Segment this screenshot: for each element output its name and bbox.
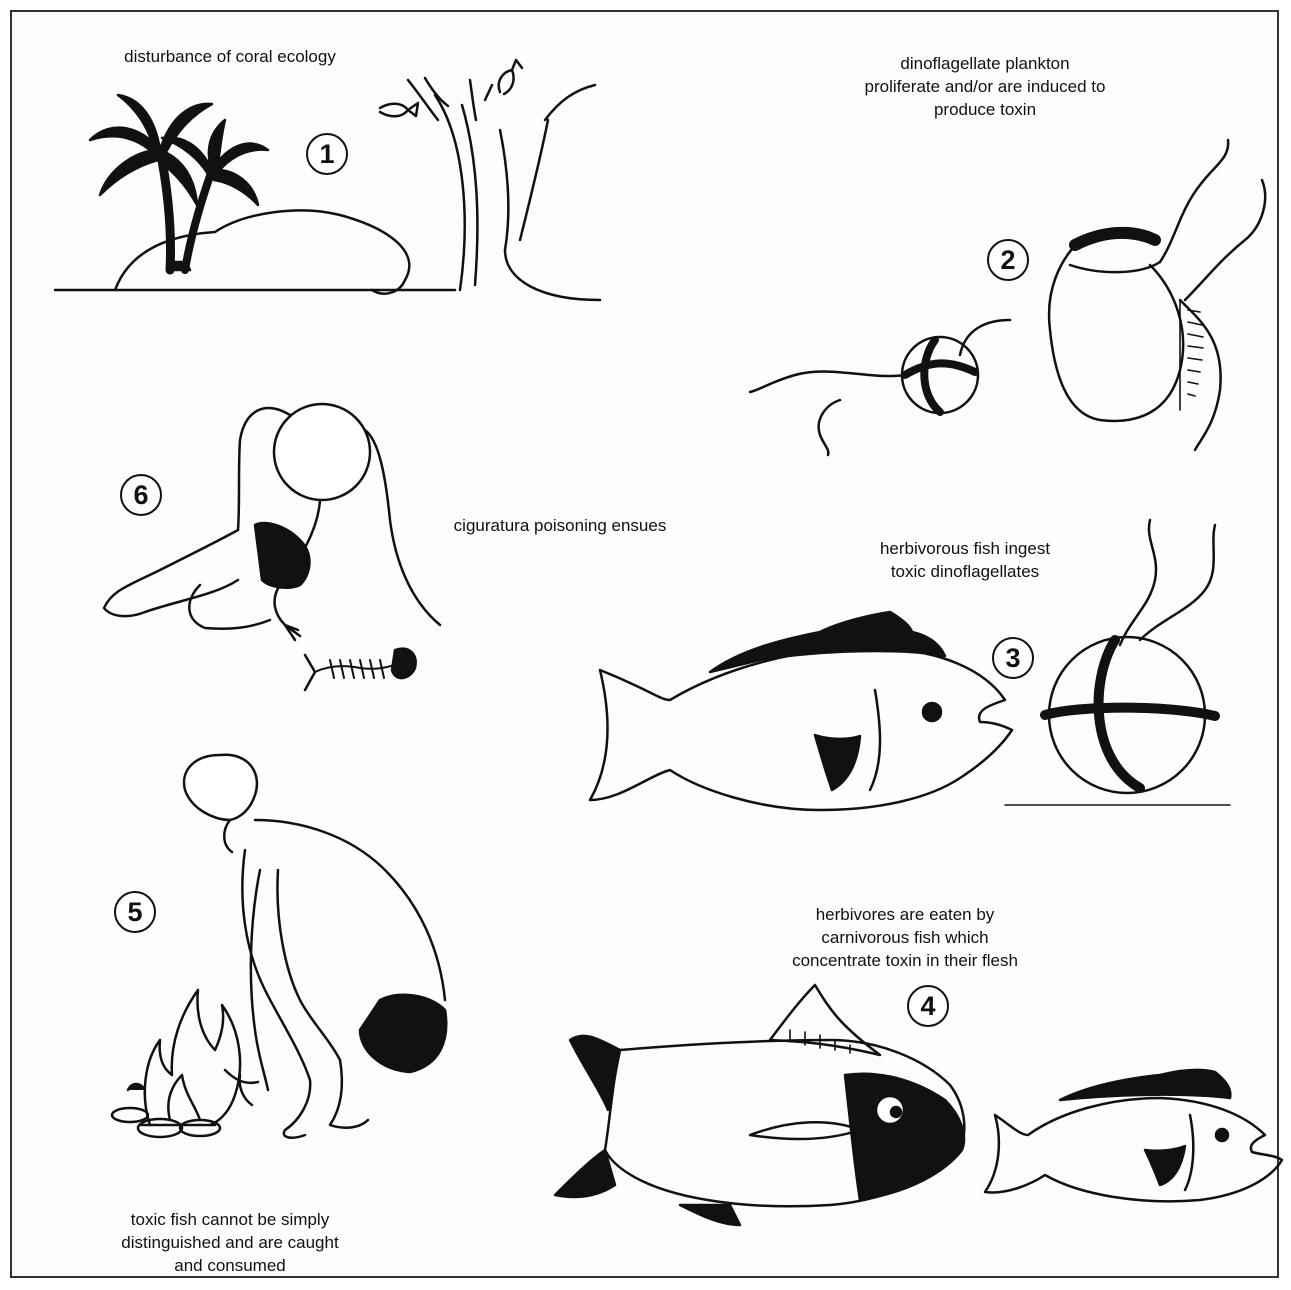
step-6-caption: ciguratura poisoning ensues [420,514,700,537]
step-3-number: 3 [992,637,1034,679]
fish-skeleton-icon [305,649,416,690]
dinoflagellate-icon [750,140,1265,455]
step-5-caption: toxic fish cannot be simply distinguishe… [70,1208,390,1277]
step-1-number: 1 [306,133,348,175]
island-scene [55,60,600,300]
explosion-icon [380,60,600,300]
step-6-number: 6 [120,474,162,516]
step-2-number: 2 [987,239,1029,281]
person-icon [184,755,446,1138]
step-5-number: 5 [114,891,156,933]
step-1-caption: disturbance of coral ecology [80,45,380,68]
fish-icon [985,1070,1282,1201]
tuna-icon [555,985,964,1225]
step-3-caption: herbivorous fish ingest toxic dinoflagel… [820,537,1110,583]
step-4-caption: herbivores are eaten by carnivorous fish… [745,903,1065,972]
person-icon [104,404,440,640]
palm-tree-icon [90,95,268,270]
campfire-icon [112,990,258,1137]
step-4-number: 4 [907,985,949,1027]
step-2-caption: dinoflagellate plankton proliferate and/… [820,52,1150,121]
